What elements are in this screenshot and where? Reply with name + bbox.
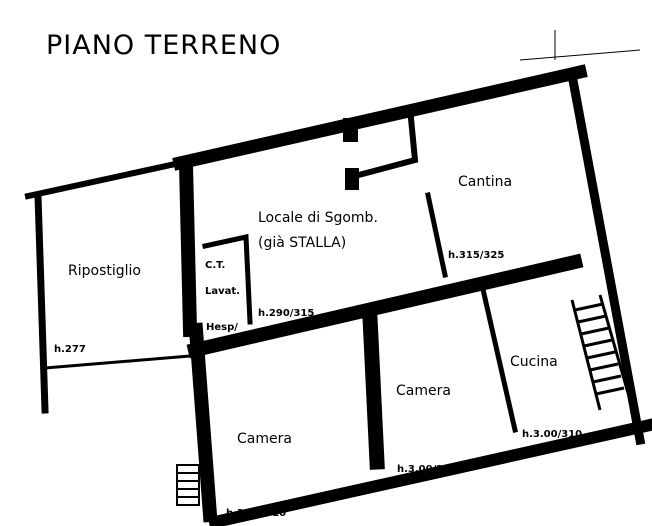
wall-ct [202,233,253,325]
wall-top [172,64,588,171]
wall-cucina [479,282,518,433]
wall-top-left [24,159,184,200]
room-label-cantina: Cantina [458,174,512,190]
height-locale: h.290/315 [258,308,314,319]
height-camera-mid: h.3.00/310 [397,464,457,475]
height-cucina: h.3.00/310 [522,429,582,440]
room-label-camera-mid: Camera [396,383,451,399]
height-cantina: h.315/325 [448,250,504,261]
wall-camera-divider [362,310,385,470]
wall-ripostiglio-bottom [43,354,192,370]
room-label-lavat: Lavat. [205,286,240,297]
room-label-ct: C.T. [205,260,225,271]
wall-right [566,69,646,446]
room-label-ripostiglio: Ripostiglio [68,263,141,279]
wall-left [34,192,49,414]
room-label-locale: Locale di Sgomb. [258,210,378,226]
pillar [343,118,358,142]
room-label-wc: Hesp/ [206,322,238,333]
staircase-right [570,294,632,411]
wall-vertical-left [178,157,198,338]
room-label-camera-left: Camera [237,431,292,447]
wall-vertical-lower [188,322,218,523]
height-ripostiglio: h.277 [54,344,86,355]
room-label-cucina: Cucina [510,354,558,370]
room-label-stalla: (già STALLA) [258,235,346,251]
height-camera-left: h.3.00/310 [226,508,286,519]
wall-bottom [207,418,652,526]
frame-line [519,49,641,61]
wall-cantina [425,192,448,278]
pillar [345,168,359,190]
wall-middle [186,253,584,359]
walls [24,64,652,526]
wall-interior [351,104,419,180]
plan-title: PIANO TERRENO [46,30,281,61]
staircase-left [176,464,200,506]
